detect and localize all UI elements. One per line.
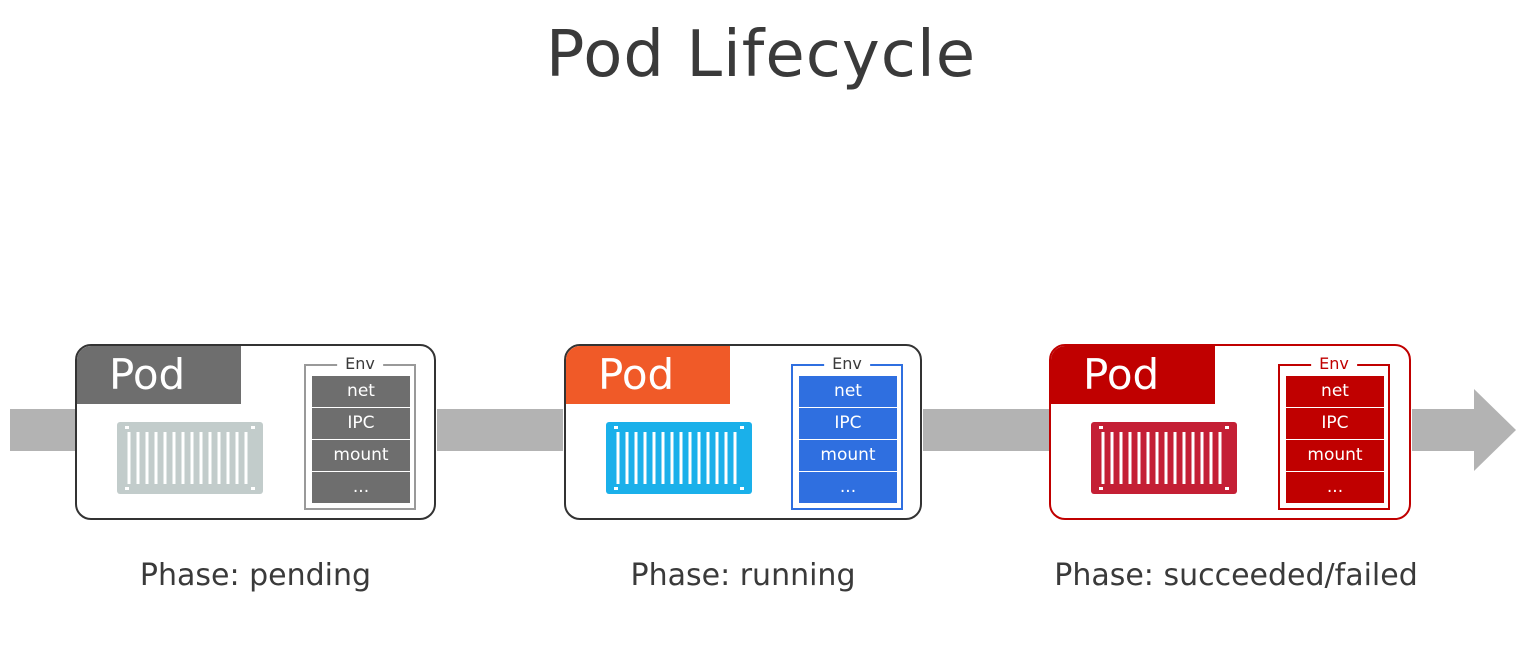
env-label: Env [824,354,870,374]
env-item-ipc: IPC [1286,408,1384,439]
pod-label: Pod [566,346,730,404]
pod-running: Pod Env net IPC mount ... [564,344,922,520]
timeline-segment [437,409,563,451]
timeline-segment [923,409,1049,451]
pod-pending: Pod Env net IPC mount ... [75,344,436,520]
phase-label-running: Phase: running [630,558,856,593]
env-item-net: net [312,376,410,407]
env-label: Env [1311,354,1357,374]
shipping-container-icon [606,422,752,494]
env-box: Env net IPC mount ... [304,354,416,510]
phase-label-failed: Phase: succeeded/failed [1054,558,1418,593]
env-item-net: net [799,376,897,407]
env-item-ipc: IPC [799,408,897,439]
env-item-mount: mount [799,440,897,471]
env-item-mount: mount [1286,440,1384,471]
shipping-container-icon [117,422,263,494]
env-box: Env net IPC mount ... [791,354,903,510]
env-label: Env [337,354,383,374]
phase-label-pending: Phase: pending [139,558,372,593]
arrow-head-icon [1474,389,1516,471]
env-item-mount: mount [312,440,410,471]
env-item-net: net [1286,376,1384,407]
env-item-more: ... [312,472,410,503]
pod-failed: Pod Env net IPC mount ... [1049,344,1411,520]
env-item-more: ... [1286,472,1384,503]
timeline-segment [10,409,76,451]
env-item-ipc: IPC [312,408,410,439]
env-item-more: ... [799,472,897,503]
page-title: Pod Lifecycle [545,18,977,92]
shipping-container-icon [1091,422,1237,494]
env-box: Env net IPC mount ... [1278,354,1390,510]
pod-label: Pod [77,346,241,404]
timeline-segment [1412,409,1476,451]
pod-label: Pod [1051,346,1215,404]
